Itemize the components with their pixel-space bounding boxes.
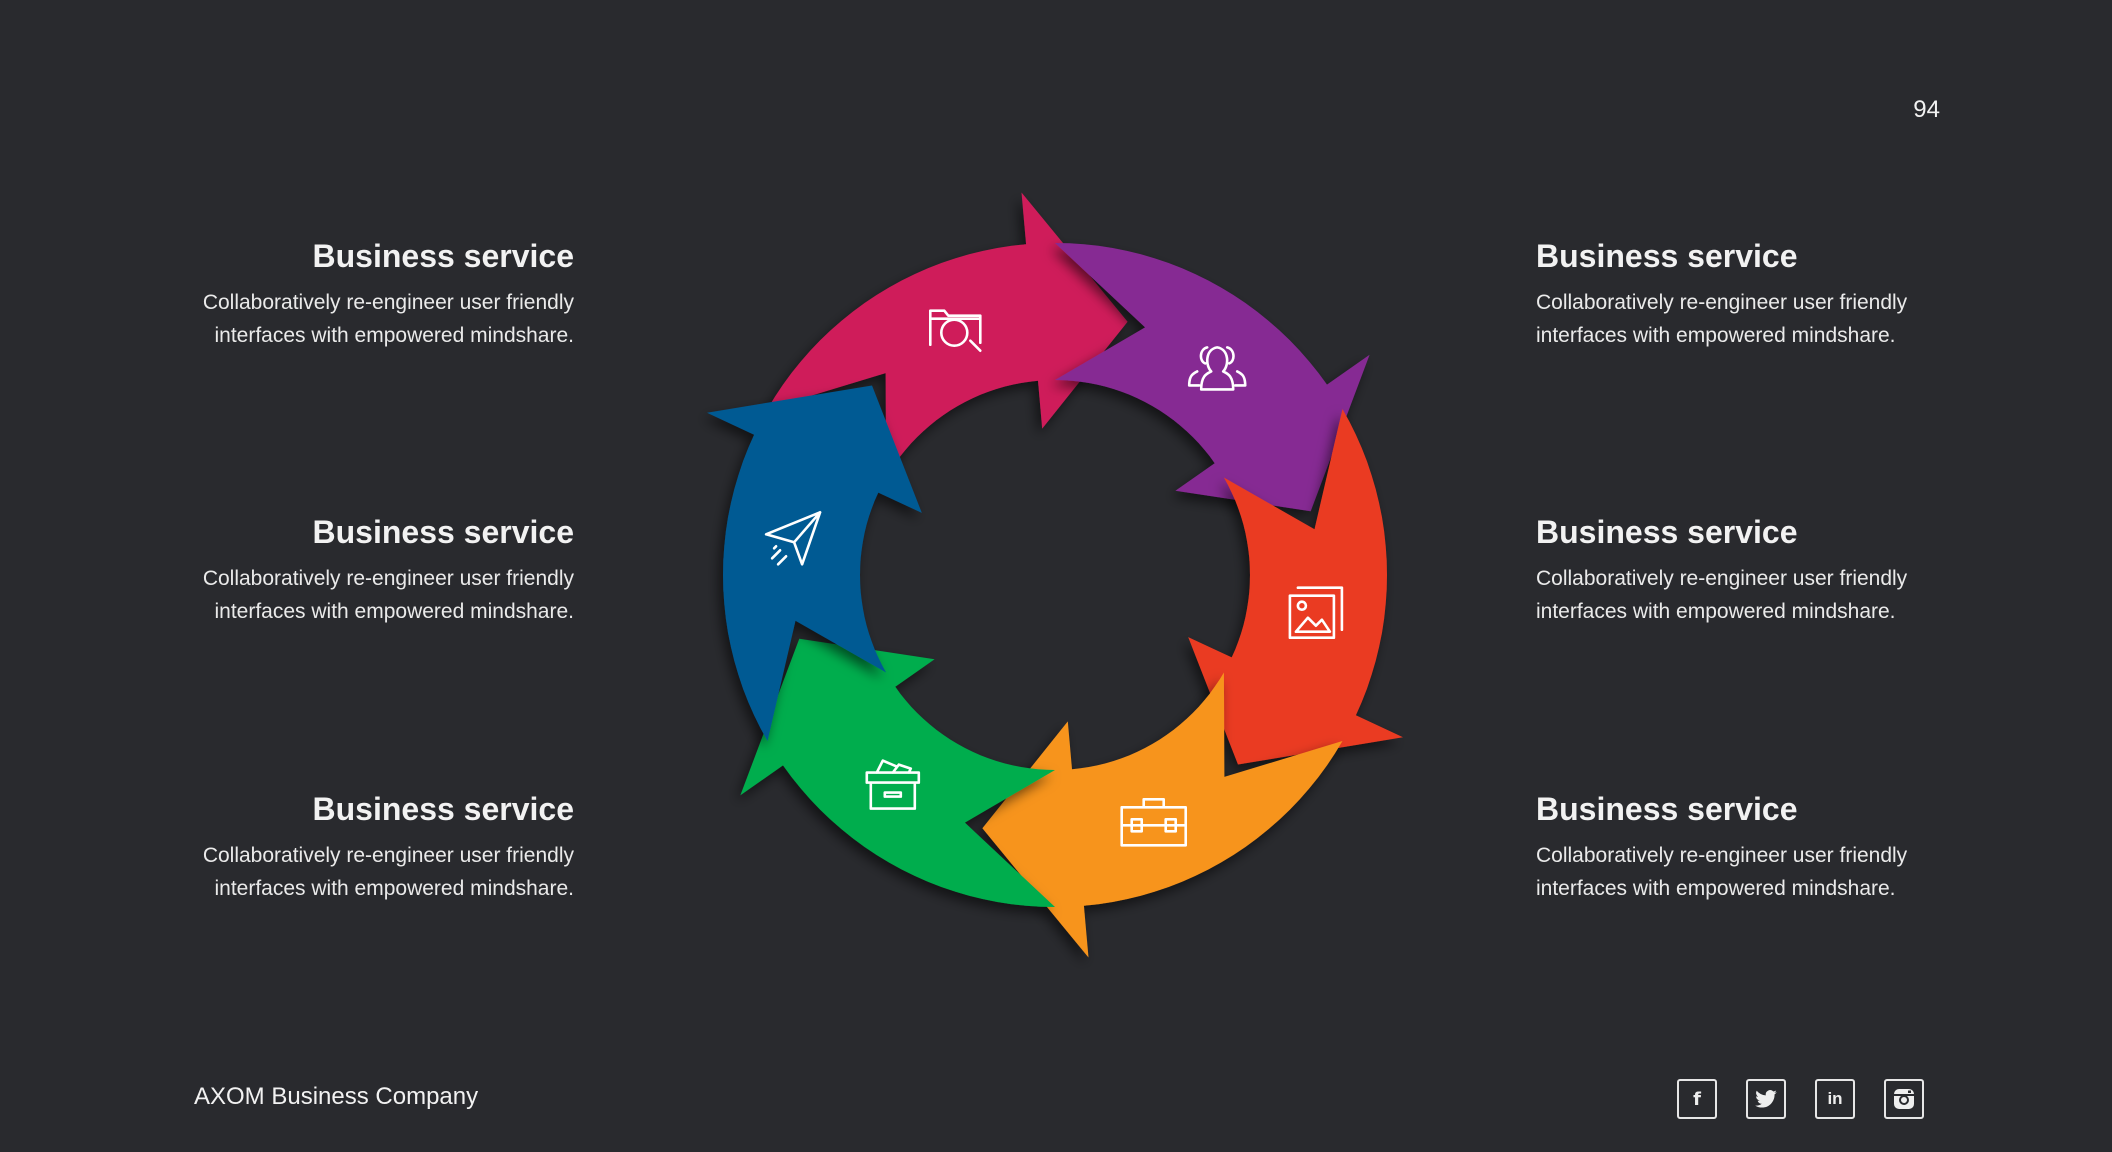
cycle-arrow-2 bbox=[1055, 243, 1370, 512]
service-text: interfaces with empowered mindshare. bbox=[1536, 600, 1896, 623]
service-block-left-1: Business service Collaboratively re-engi… bbox=[154, 236, 574, 352]
archive-box-icon bbox=[865, 759, 921, 810]
service-title: Business service bbox=[312, 238, 575, 274]
service-text: Collaboratively re-engineer user friendl… bbox=[202, 844, 574, 867]
service-text: Collaboratively re-engineer user friendl… bbox=[1536, 291, 1908, 314]
service-block-right-2: Business service Collaboratively re-engi… bbox=[1536, 512, 1956, 628]
instagram-icon[interactable] bbox=[1884, 1079, 1924, 1119]
service-text: Collaboratively re-engineer user friendl… bbox=[202, 567, 574, 590]
paper-plane-icon bbox=[764, 510, 822, 566]
folder-search-icon bbox=[928, 309, 982, 353]
company-name: AXOM Business Company bbox=[194, 1083, 479, 1110]
service-block-left-3: Business service Collaboratively re-engi… bbox=[154, 789, 574, 905]
service-title: Business service bbox=[1536, 238, 1798, 274]
linkedin-icon[interactable]: in bbox=[1815, 1079, 1855, 1119]
service-text: interfaces with empowered mindshare. bbox=[1536, 324, 1896, 347]
service-text: Collaboratively re-engineer user friendl… bbox=[202, 291, 574, 314]
cycle-arrow-4 bbox=[982, 672, 1343, 958]
cycle-arrow-3 bbox=[1188, 409, 1403, 765]
service-text: Collaboratively re-engineer user friendl… bbox=[1536, 844, 1908, 867]
service-block-right-1: Business service Collaboratively re-engi… bbox=[1536, 236, 1956, 352]
service-title: Business service bbox=[1536, 514, 1798, 550]
toolbox-icon bbox=[1120, 797, 1187, 847]
service-title: Business service bbox=[312, 514, 575, 550]
users-icon bbox=[1187, 346, 1247, 391]
page-number: 94 bbox=[1913, 96, 1940, 123]
twitter-icon[interactable] bbox=[1746, 1079, 1786, 1119]
service-text: interfaces with empowered mindshare. bbox=[214, 324, 574, 347]
service-text: interfaces with empowered mindshare. bbox=[1536, 877, 1896, 900]
cycle-arrow-1 bbox=[767, 192, 1128, 478]
service-block-right-3: Business service Collaboratively re-engi… bbox=[1536, 789, 1956, 905]
cycle-arrow-6 bbox=[707, 385, 922, 741]
facebook-icon[interactable]: f bbox=[1677, 1079, 1717, 1119]
service-text: interfaces with empowered mindshare. bbox=[214, 877, 574, 900]
service-block-left-2: Business service Collaboratively re-engi… bbox=[154, 512, 574, 628]
images-icon bbox=[1288, 586, 1344, 640]
service-title: Business service bbox=[312, 791, 575, 827]
social-links: f in bbox=[1677, 1079, 1924, 1119]
service-title: Business service bbox=[1536, 791, 1798, 827]
service-text: Collaboratively re-engineer user friendl… bbox=[1536, 567, 1908, 590]
service-text: interfaces with empowered mindshare. bbox=[214, 600, 574, 623]
